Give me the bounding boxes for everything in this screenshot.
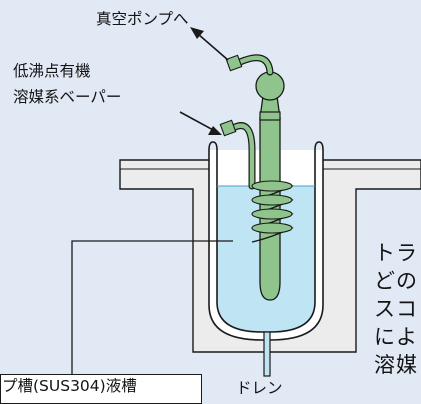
drain-pipe	[263, 331, 271, 377]
inlet-joint	[219, 119, 237, 137]
outlet-tube-fill	[237, 55, 273, 75]
side-text-line: どの	[374, 269, 418, 293]
drain-label: ドレン	[236, 379, 283, 397]
side-text-line: トラ	[374, 241, 418, 265]
coil-loops	[251, 180, 293, 234]
rim-hook-left	[208, 141, 218, 151]
side-text-line: 溶媒	[374, 353, 418, 377]
side-text-line: スコ	[374, 297, 418, 321]
trap-head	[255, 71, 285, 101]
organic-vapor-label-line2: 溶媒系ベーパー	[13, 88, 122, 106]
vacuum-arrow	[190, 27, 229, 61]
trap-collar	[259, 111, 281, 121]
inlet-tube-fill	[230, 123, 255, 189]
vacuum-pump-label: 真空ポンプへ	[96, 10, 189, 28]
rim-hook-right	[314, 141, 324, 151]
side-text-line: によ	[374, 325, 418, 349]
organic-vapor-label-line1: 低沸点有機	[13, 62, 91, 80]
vapor-arrow	[179, 111, 222, 135]
bath-leader-line	[71, 240, 233, 374]
outlet-joint	[225, 54, 243, 72]
bath-label: プ槽(SUS304)液槽	[2, 377, 137, 395]
